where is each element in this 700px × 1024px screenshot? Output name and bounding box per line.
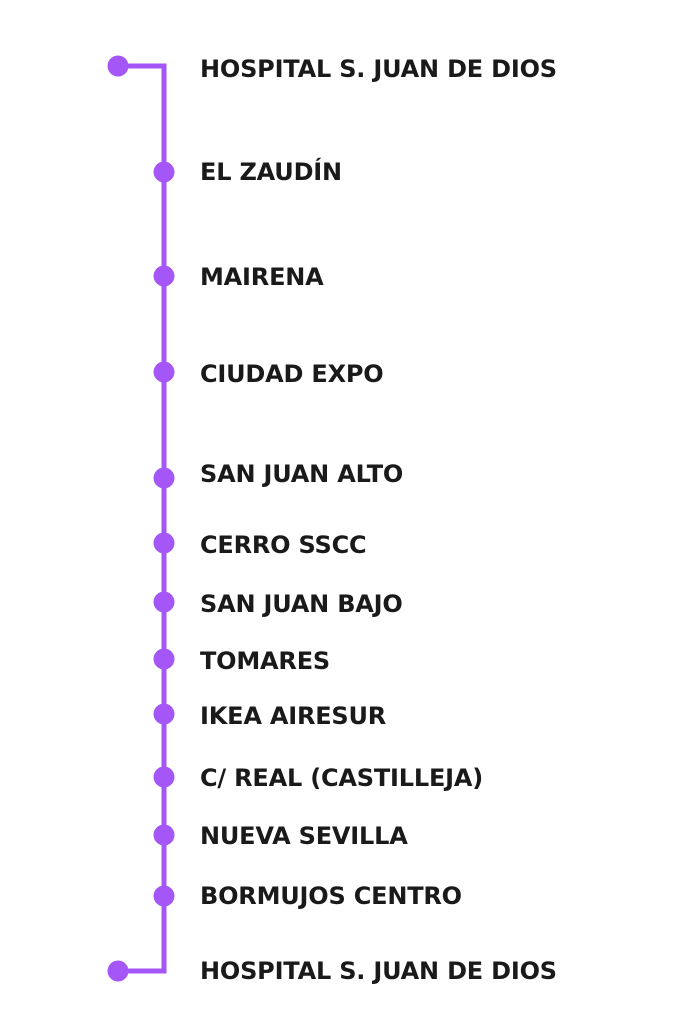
stop-dot [153, 824, 175, 846]
stop-label-nueva-sevilla: NUEVA SEVILLA [200, 822, 408, 850]
stop-dot [153, 766, 175, 788]
stop-label-tomares: TOMARES [200, 647, 330, 675]
stop-label-san-juan-alto: SAN JUAN ALTO [200, 460, 404, 488]
stop-dot [153, 885, 175, 907]
stop-label-hospital-start: HOSPITAL S. JUAN DE DIOS [200, 55, 557, 83]
stop-label-cerro-sscc: CERRO SSCC [200, 531, 367, 559]
stop-dot [153, 467, 175, 489]
stop-label-san-juan-bajo: SAN JUAN BAJO [200, 590, 403, 618]
stop-dot [153, 648, 175, 670]
stop-label-bormujos-centro: BORMUJOS CENTRO [200, 882, 462, 910]
terminal-stop-dot [107, 55, 129, 77]
stop-dot [153, 265, 175, 287]
stop-dot [153, 703, 175, 725]
stop-label-hospital-end: HOSPITAL S. JUAN DE DIOS [200, 957, 557, 985]
stop-dot [153, 591, 175, 613]
route-line [118, 63, 167, 974]
stop-dot [153, 361, 175, 383]
stop-dot [153, 161, 175, 183]
stop-label-calle-real-castilleja: C/ REAL (CASTILLEJA) [200, 764, 484, 792]
stop-label-mairena: MAIRENA [200, 263, 324, 291]
stop-label-ciudad-expo: CIUDAD EXPO [200, 360, 384, 388]
terminal-stop-dot [107, 960, 129, 982]
stop-label-ikea-airesur: IKEA AIRESUR [200, 702, 387, 730]
stop-label-el-zaudin: EL ZAUDÍN [200, 158, 342, 186]
stop-dot [153, 532, 175, 554]
